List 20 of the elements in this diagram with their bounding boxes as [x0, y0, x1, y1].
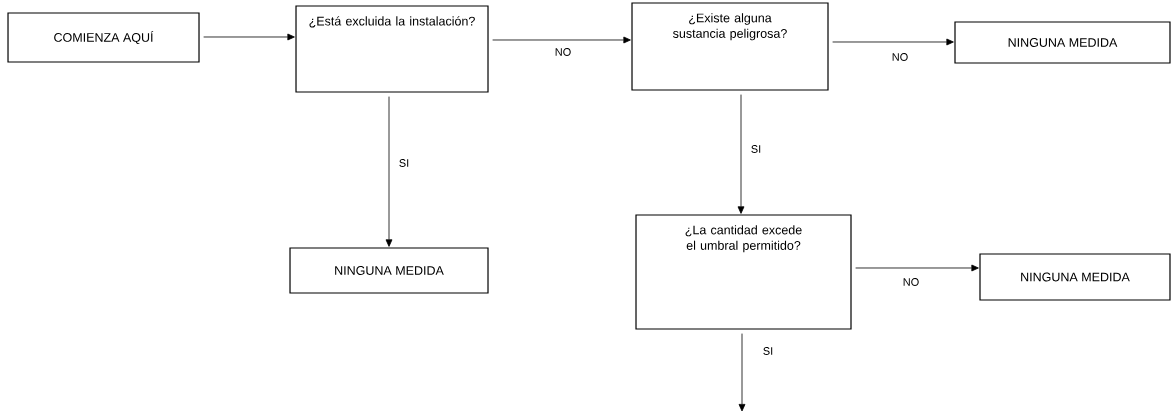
process-box: ¿Existe alguna sustancia peligrosa? [631, 2, 829, 91]
process-box: NINGUNA MEDIDA [289, 247, 489, 294]
process-box: ¿La cantidad excede el umbral permitido? [635, 214, 852, 330]
edge-label: NO [555, 48, 571, 56]
arrow [855, 264, 979, 272]
process-box: ¿Está excluida la instalación? [295, 5, 489, 93]
process-box: COMIENZA AQUÍ [7, 12, 200, 63]
edge-label: SI [763, 347, 773, 355]
edge-label: SI [399, 159, 409, 167]
edge-label: SI [751, 145, 761, 153]
process-box: NINGUNA MEDIDA [979, 253, 1171, 301]
arrow [737, 94, 745, 214]
arrow [203, 33, 295, 41]
arrow [738, 333, 746, 412]
arrow [832, 38, 954, 46]
edge-label: NO [892, 53, 908, 61]
edge-label: NO [903, 278, 919, 286]
process-box: NINGUNA MEDIDA [954, 21, 1171, 64]
arrow [492, 36, 631, 44]
arrow [385, 96, 393, 247]
